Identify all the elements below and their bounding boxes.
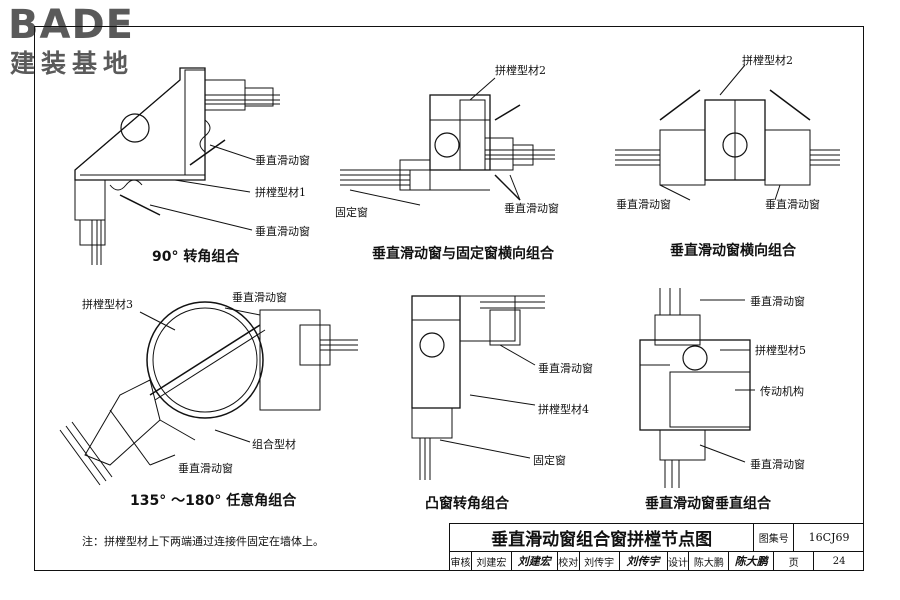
label-vsw-5: 垂直滑动窗 xyxy=(765,198,820,211)
detail-bay-window-corner xyxy=(411,295,545,480)
detail-horizontal-combination xyxy=(615,64,840,201)
label-vsw-1: 垂直滑动窗 xyxy=(255,154,310,167)
label-vsw-4: 垂直滑动窗 xyxy=(616,198,671,211)
footnote: 注：拼樘型材上下两端通过连接件固定在墙体上。 xyxy=(82,535,324,548)
caption-with-fixed-window: 垂直滑动窗与固定窗横向组合 xyxy=(372,246,554,262)
brand-logo: BADE xyxy=(8,2,134,48)
detail-90-corner xyxy=(74,67,280,265)
caption-vertical-combination: 垂直滑动窗垂直组合 xyxy=(645,496,771,512)
atlas-no: 16CJ69 xyxy=(808,531,850,544)
label-transmission: 传动机构 xyxy=(760,385,804,398)
review-signature: 刘建宏 xyxy=(512,551,558,571)
caption-arbitrary-angle: 135° ～180° 任意角组合 xyxy=(130,493,297,509)
label-profile-4: 拼樘型材4 xyxy=(538,403,589,416)
detail-with-fixed-window xyxy=(340,77,555,206)
label-fixed-window-1: 固定窗 xyxy=(335,206,368,219)
page-number: 24 xyxy=(832,555,846,567)
label-vsw-2: 垂直滑动窗 xyxy=(255,225,310,238)
check-signature: 刘传宇 xyxy=(620,551,668,571)
atlas-no-label: 图集号 xyxy=(754,524,795,551)
label-vsw-3: 垂直滑动窗 xyxy=(504,202,559,215)
label-vsw-9: 垂直滑动窗 xyxy=(750,295,805,308)
review-label: 审核 xyxy=(450,551,472,571)
label-profile-2-top: 拼樘型材2 xyxy=(495,64,546,77)
label-vsw-8: 垂直滑动窗 xyxy=(538,362,593,375)
label-profile-1: 拼樘型材1 xyxy=(255,186,306,199)
review-name: 刘建宏 xyxy=(472,551,512,571)
drawing-title: 垂直滑动窗组合窗拼樘节点图 xyxy=(450,524,755,551)
design-label: 设计 xyxy=(668,551,690,571)
detail-vertical-combination xyxy=(639,288,755,488)
title-block: 垂直滑动窗组合窗拼樘节点图 图集号 16CJ69 审核 刘建宏 刘建宏 校对 刘… xyxy=(449,523,864,571)
check-label: 校对 xyxy=(558,551,580,571)
label-vsw-7: 垂直滑动窗 xyxy=(178,462,233,475)
design-name: 陈大鹏 xyxy=(689,551,730,571)
label-vsw-10: 垂直滑动窗 xyxy=(750,458,805,471)
label-profile-2-right: 拼樘型材2 xyxy=(742,54,793,67)
caption-90-corner: 90° 转角组合 xyxy=(152,249,240,265)
label-vsw-6: 垂直滑动窗 xyxy=(232,291,287,304)
label-fixed-window-2: 固定窗 xyxy=(533,454,566,467)
label-composite-profile: 组合型材 xyxy=(252,438,296,451)
caption-horizontal-combination: 垂直滑动窗横向组合 xyxy=(670,243,796,259)
label-profile-3: 拼樘型材3 xyxy=(82,298,133,311)
page-label: 页 xyxy=(774,551,815,571)
detail-arbitrary-angle xyxy=(59,301,358,486)
design-signature: 陈大鹏 xyxy=(729,551,775,571)
label-profile-5: 拼樘型材5 xyxy=(755,344,806,357)
brand-logo-subtitle: 建装基地 xyxy=(10,49,135,78)
caption-bay-window-corner: 凸窗转角组合 xyxy=(425,496,509,512)
check-name: 刘传宇 xyxy=(580,551,620,571)
